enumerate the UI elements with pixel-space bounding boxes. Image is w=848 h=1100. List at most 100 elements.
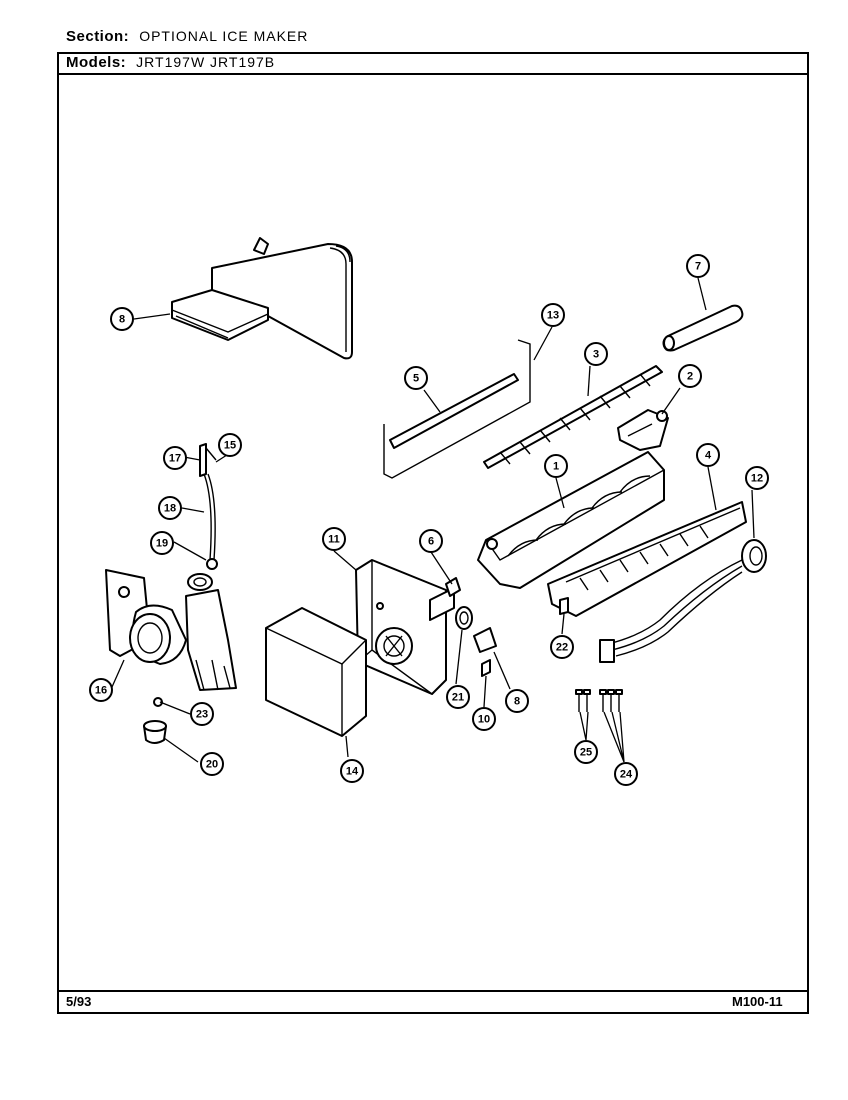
callout-c24: 24 xyxy=(614,762,638,786)
header-divider xyxy=(57,73,809,75)
callout-number: 3 xyxy=(593,349,599,361)
callout-number: 19 xyxy=(156,538,168,550)
part-small-fittings xyxy=(445,577,569,677)
callout-c8a: 8 xyxy=(110,307,134,331)
callout-circle xyxy=(419,529,443,553)
footer-page-code: M100-11 xyxy=(732,994,783,1009)
callout-c23: 23 xyxy=(190,702,214,726)
callout-c8b: 8 xyxy=(505,689,529,713)
callout-number: 24 xyxy=(620,769,633,781)
callout-c7: 7 xyxy=(686,254,710,278)
callout-circle xyxy=(322,527,346,551)
callout-circle xyxy=(505,689,529,713)
callout-circle xyxy=(686,254,710,278)
callout-circle xyxy=(544,454,568,478)
part-water-tube xyxy=(199,443,218,570)
callout-number: 20 xyxy=(206,759,218,771)
callout-c19: 19 xyxy=(150,531,174,555)
models-list: JRT197W JRT197B xyxy=(136,54,276,70)
callout-number: 15 xyxy=(224,440,236,452)
callout-c11: 11 xyxy=(322,527,346,551)
callout-c21: 21 xyxy=(446,685,470,709)
callout-number: 5 xyxy=(413,373,419,385)
section-heading: Section: OPTIONAL ICE MAKER xyxy=(66,28,308,45)
callout-number: 21 xyxy=(452,692,464,704)
callout-number: 25 xyxy=(580,747,592,759)
callout-c10: 10 xyxy=(472,707,496,731)
section-title: OPTIONAL ICE MAKER xyxy=(139,28,309,44)
callout-c18: 18 xyxy=(158,496,182,520)
diagram-frame xyxy=(57,52,809,1014)
callout-c14: 14 xyxy=(340,759,364,783)
callout-c25: 25 xyxy=(574,740,598,764)
callout-c5: 5 xyxy=(404,366,428,390)
part-shield xyxy=(171,237,353,360)
callout-number: 14 xyxy=(346,766,359,778)
callout-number: 16 xyxy=(95,685,107,697)
callout-circle xyxy=(574,740,598,764)
callout-circle xyxy=(89,678,113,702)
callout-number: 6 xyxy=(428,536,434,548)
callout-c15: 15 xyxy=(218,433,242,457)
callout-circle xyxy=(745,466,769,490)
part-wiring-harness xyxy=(599,539,767,663)
footer-date: 5/93 xyxy=(66,994,92,1009)
callout-c12: 12 xyxy=(745,466,769,490)
part-ejector xyxy=(483,365,663,469)
callout-c3: 3 xyxy=(584,342,608,366)
callout-c4: 4 xyxy=(696,443,720,467)
callout-number: 7 xyxy=(695,261,701,273)
callout-circle xyxy=(550,635,574,659)
part-bracket xyxy=(383,339,531,479)
callout-circle xyxy=(678,364,702,388)
callout-circle xyxy=(404,366,428,390)
part-heater xyxy=(547,501,747,617)
callout-number: 12 xyxy=(751,473,763,485)
callout-c6: 6 xyxy=(419,529,443,553)
callout-circle xyxy=(200,752,224,776)
callout-circle xyxy=(541,303,565,327)
callout-circle xyxy=(110,307,134,331)
callout-number: 23 xyxy=(196,709,208,721)
callout-layer: 1234567881011121314151617181920212223242… xyxy=(89,254,769,786)
callout-number: 4 xyxy=(705,450,712,462)
callout-circle xyxy=(218,433,242,457)
section-label: Section: xyxy=(66,28,130,45)
footer-divider xyxy=(57,990,809,992)
callout-c2: 2 xyxy=(678,364,702,388)
part-fill-cup-tube xyxy=(662,304,744,352)
callout-number: 22 xyxy=(556,642,568,654)
callout-number: 18 xyxy=(164,503,176,515)
part-screws xyxy=(575,689,623,712)
callout-circle xyxy=(158,496,182,520)
part-rod xyxy=(389,373,519,449)
callout-circle xyxy=(190,702,214,726)
callout-circle xyxy=(446,685,470,709)
part-cover xyxy=(265,607,367,737)
leader-lines xyxy=(111,277,755,763)
callout-circle xyxy=(584,342,608,366)
callout-circle xyxy=(696,443,720,467)
part-module-housing xyxy=(355,559,455,695)
callout-number: 11 xyxy=(328,534,340,546)
callout-circle xyxy=(163,446,187,470)
models-heading: Models: JRT197W JRT197B xyxy=(66,54,275,71)
callout-number: 8 xyxy=(514,696,520,708)
callout-number: 2 xyxy=(687,371,693,383)
callout-circle xyxy=(150,531,174,555)
callout-number: 8 xyxy=(119,314,125,326)
models-label: Models: xyxy=(66,54,127,71)
callout-c16: 16 xyxy=(89,678,113,702)
callout-number: 10 xyxy=(478,714,490,726)
callout-circle xyxy=(614,762,638,786)
callout-c1: 1 xyxy=(544,454,568,478)
part-mold xyxy=(477,451,665,589)
part-switch xyxy=(617,409,669,451)
callout-c17: 17 xyxy=(163,446,187,470)
callout-c22: 22 xyxy=(550,635,574,659)
callout-c20: 20 xyxy=(200,752,224,776)
callout-circle xyxy=(472,707,496,731)
callout-circle xyxy=(340,759,364,783)
callout-number: 13 xyxy=(547,310,559,322)
